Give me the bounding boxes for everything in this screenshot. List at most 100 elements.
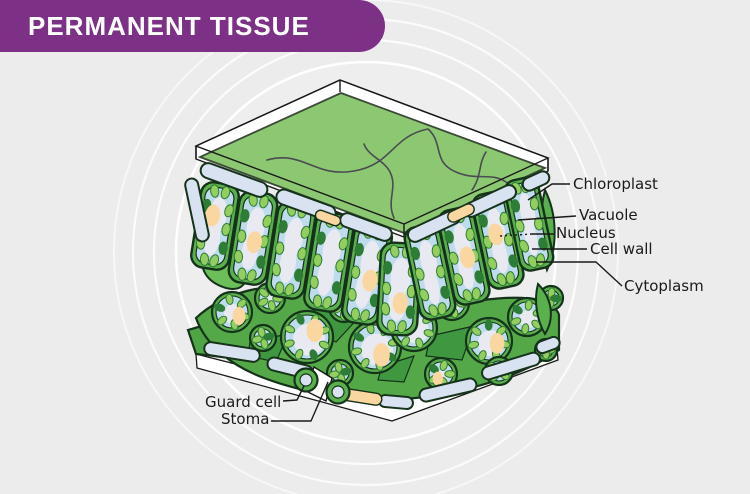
epidermis-cell-band bbox=[418, 377, 478, 403]
chloroplast bbox=[529, 196, 539, 211]
spongy-cell bbox=[279, 309, 335, 365]
background-ring bbox=[113, 0, 619, 494]
chloroplast bbox=[440, 285, 450, 299]
label-guard-cell: Guard cell bbox=[205, 393, 282, 411]
chloroplast bbox=[313, 253, 323, 267]
epidermis-cell-boundary bbox=[363, 143, 395, 219]
chloroplast bbox=[478, 350, 487, 361]
chloroplast bbox=[381, 281, 392, 296]
palisade-cell bbox=[471, 190, 525, 290]
chloroplast bbox=[478, 214, 488, 228]
chloroplast bbox=[550, 294, 562, 303]
chloroplast bbox=[284, 283, 295, 297]
chloroplast bbox=[535, 253, 546, 267]
guard-cell bbox=[325, 379, 351, 405]
epidermis-cell-band bbox=[378, 394, 414, 410]
chloroplast bbox=[524, 299, 533, 311]
chloroplast bbox=[347, 288, 357, 302]
label-cell-wall: Cell wall bbox=[590, 240, 653, 258]
chloroplast bbox=[199, 252, 210, 266]
chloroplast bbox=[309, 349, 318, 361]
chloroplast bbox=[510, 317, 522, 326]
chloroplast bbox=[350, 347, 363, 356]
chloroplast bbox=[271, 262, 281, 277]
chloroplast bbox=[278, 220, 288, 234]
nucleus bbox=[432, 371, 443, 386]
epidermis-cell-band bbox=[481, 351, 541, 381]
chloroplast bbox=[294, 268, 304, 282]
chloroplast bbox=[397, 320, 407, 334]
chloroplast bbox=[322, 296, 333, 310]
chloroplast bbox=[340, 367, 352, 376]
palisade-cell bbox=[437, 206, 491, 306]
chloroplast bbox=[258, 288, 269, 298]
chloroplast bbox=[260, 338, 269, 350]
chloroplast bbox=[465, 227, 475, 242]
leader-line bbox=[536, 261, 623, 287]
chloroplast bbox=[423, 329, 435, 338]
chloroplast bbox=[221, 222, 231, 237]
nucleus bbox=[489, 332, 505, 354]
chloroplast bbox=[297, 247, 307, 261]
chloroplast bbox=[471, 326, 482, 336]
chloroplast bbox=[512, 304, 523, 315]
nucleus bbox=[306, 318, 324, 343]
chloroplast bbox=[350, 307, 360, 321]
chloroplast bbox=[439, 359, 448, 371]
nucleus bbox=[362, 269, 378, 292]
chloroplast bbox=[262, 214, 273, 228]
label-cytoplasm: Cytoplasm bbox=[624, 277, 704, 295]
chloroplast bbox=[487, 257, 498, 270]
chloroplast bbox=[294, 348, 304, 360]
chloroplast bbox=[312, 294, 323, 308]
chloroplast bbox=[236, 298, 247, 309]
chloroplast bbox=[431, 244, 441, 258]
chloroplast bbox=[275, 281, 285, 295]
chloroplast bbox=[518, 239, 530, 253]
chloroplast bbox=[318, 340, 330, 350]
chloroplast bbox=[474, 270, 484, 284]
chloroplast bbox=[210, 184, 220, 198]
chloroplast bbox=[505, 271, 515, 285]
chloroplast bbox=[382, 261, 393, 275]
chloroplast bbox=[471, 287, 481, 301]
nucleus bbox=[459, 246, 476, 269]
chloroplast bbox=[351, 265, 361, 279]
spongy-cell bbox=[464, 316, 514, 366]
label-stoma: Stoma bbox=[221, 410, 270, 428]
chloroplast bbox=[256, 255, 266, 269]
leaf-tissue-block bbox=[184, 79, 565, 422]
chloroplast bbox=[496, 273, 507, 287]
chloroplast bbox=[453, 273, 464, 286]
chloroplast bbox=[246, 269, 257, 283]
chloroplast bbox=[220, 186, 231, 200]
nucleus bbox=[373, 343, 390, 367]
chloroplast bbox=[360, 309, 370, 323]
chloroplast bbox=[263, 332, 275, 341]
epidermis-cell-boundary bbox=[471, 151, 487, 191]
chloroplast bbox=[510, 199, 521, 213]
chloroplast bbox=[410, 246, 421, 261]
leader-line bbox=[282, 385, 305, 402]
chloroplast bbox=[237, 229, 247, 243]
background-ring bbox=[174, 60, 558, 444]
epidermis-cell-band bbox=[535, 335, 561, 355]
leader-line bbox=[517, 215, 577, 221]
chloroplast bbox=[237, 267, 247, 281]
chloroplast bbox=[283, 339, 295, 348]
chloroplast bbox=[257, 326, 266, 338]
palisade-cell bbox=[227, 190, 279, 286]
chloroplast bbox=[257, 297, 269, 307]
chloroplast bbox=[335, 259, 345, 273]
chloroplast bbox=[401, 336, 411, 347]
nucleus bbox=[232, 307, 246, 325]
chloroplast bbox=[508, 254, 518, 268]
label-nucleus: Nucleus bbox=[556, 224, 616, 242]
chloroplast bbox=[233, 249, 244, 264]
chloroplast bbox=[436, 265, 446, 279]
chloroplast bbox=[338, 237, 349, 251]
chloroplast bbox=[251, 335, 263, 344]
chloroplast bbox=[538, 237, 548, 251]
chloroplast bbox=[419, 288, 430, 302]
